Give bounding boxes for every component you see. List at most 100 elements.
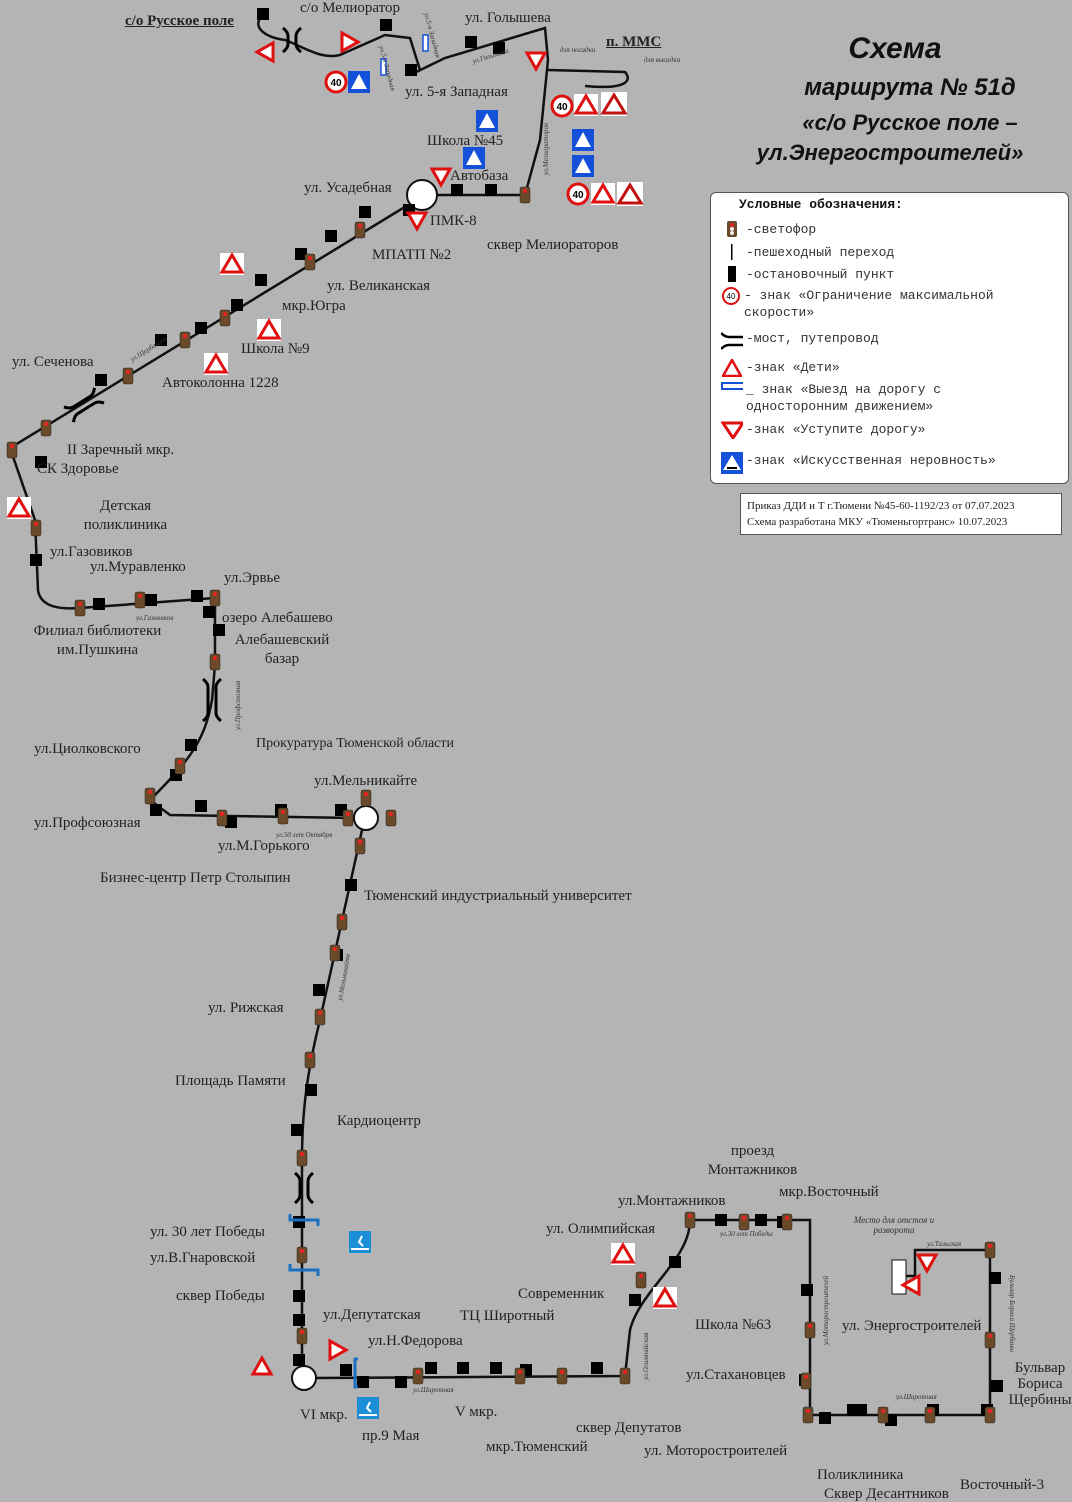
stop-label: проезд Монтажников: [707, 1143, 798, 1178]
stop-label: Школа №63: [695, 1317, 772, 1333]
bus-stop-icon: [359, 206, 371, 218]
bus-stop-icon: [305, 1084, 317, 1096]
traffic-light-icon: [684, 1211, 696, 1229]
traffic-light-icon: [277, 807, 289, 825]
bridge-icon: [294, 1171, 314, 1205]
bus-stop-icon: [291, 1124, 303, 1136]
children-sign-icon: [573, 93, 599, 115]
traffic-light-red: [78, 602, 82, 606]
children-sign-icon: [256, 318, 282, 340]
stop-label: ул.Эрвье: [224, 570, 281, 586]
bus-stop-icon: [185, 739, 197, 751]
speed-limit-40-icon: [324, 70, 348, 94]
traffic-light-red: [523, 189, 527, 193]
stop-label: Прокуратура Тюменской области: [256, 736, 455, 751]
uneven-road-sign-icon: [600, 92, 628, 115]
traffic-light-icon: [924, 1406, 936, 1424]
traffic-light-red: [364, 792, 368, 796]
traffic-light-icon: [216, 809, 228, 827]
bus-stop-icon: [755, 1214, 767, 1226]
traffic-light-red: [126, 370, 130, 374]
street-label: ул.Газовиков: [136, 614, 174, 622]
traffic-light-red: [988, 1409, 992, 1413]
legend-label: -мост, путепровод: [746, 331, 879, 346]
stop-label: ул. Сеченова: [12, 354, 94, 370]
bus-stop-icon: [340, 1364, 352, 1376]
traffic-light-icon: [360, 789, 372, 807]
legend: Условные обозначения: -светофор -пешеход…: [710, 192, 1069, 484]
bus-stop-icon: [380, 19, 392, 31]
stop-label: мкр.Восточный: [779, 1184, 879, 1200]
traffic-light-red: [213, 656, 217, 660]
traffic-light-icon: [296, 1327, 308, 1345]
speed-bump-glyph: [479, 113, 495, 128]
stop-label: Автоколонна 1228: [162, 375, 279, 391]
stop-label: Кардиоцентр: [337, 1113, 421, 1129]
children-sign-icon: [219, 252, 245, 274]
bus-stop-icon: [991, 1380, 1003, 1392]
traffic-light-red: [300, 1330, 304, 1334]
children-sign-icon: [652, 1286, 678, 1308]
stop-label: озеро Алебашево: [222, 610, 333, 626]
stop-label: ул.В.Гнаровской: [150, 1250, 256, 1266]
traffic-light-icon: [877, 1406, 889, 1424]
stop-label: Современник: [518, 1286, 605, 1302]
stop-label: V мкр.: [455, 1404, 498, 1420]
route-segment-diagonal: [8, 203, 409, 820]
bus-stop-icon: [191, 590, 203, 602]
stop-label: ул. Великанская: [327, 278, 431, 294]
bus-stop-icon: [801, 1284, 813, 1296]
yield-sign-icon: [253, 40, 275, 64]
street-label: ул.Тальская: [927, 1240, 962, 1248]
children-sign-icon: [6, 496, 32, 518]
traffic-light-icon: [209, 589, 221, 607]
stop-label: ул. 5-я Западная: [405, 84, 508, 100]
legend-label: _ знак «Выезд на дорогу с односторонним …: [746, 382, 942, 414]
traffic-light-icon: [738, 1213, 750, 1231]
traffic-light-red: [346, 812, 350, 816]
traffic-light-icon: [314, 1008, 326, 1026]
bus-stop-icon: [357, 1376, 369, 1388]
stop-label: мкр.Тюменский: [486, 1439, 588, 1455]
one-way-exit-sign-icon: [380, 58, 387, 76]
order-line-1: Приказ ДДИ и Т г.Тюмени №45-60-1192/23 о…: [747, 500, 1015, 512]
pedestrian-underpass-icon: [288, 1214, 320, 1226]
stop-label: ТЦ Широтный: [460, 1308, 555, 1324]
traffic-light-icon: [984, 1331, 996, 1349]
legend-label: -пешеходный переход: [746, 245, 895, 260]
order-line-2: Схема разработана МКУ «Тюменьгортранс» 1…: [747, 516, 1008, 528]
traffic-light-red: [178, 760, 182, 764]
stop-label: ул.М.Горького: [218, 838, 310, 854]
bridge-icon: [202, 677, 222, 723]
traffic-light-red: [639, 1274, 643, 1278]
traffic-light-red: [148, 790, 152, 794]
traffic-light-icon: [174, 757, 186, 775]
route-segment-mms: [547, 68, 629, 89]
crosswalk-icon: [721, 244, 743, 260]
traffic-light-icon: [984, 1241, 996, 1259]
stop-label: Автобаза: [450, 168, 509, 184]
stop-label: ул. Энергостроителей: [842, 1318, 982, 1334]
traffic-light-red: [300, 1249, 304, 1253]
stop-label: ул.Стахановцев: [686, 1367, 786, 1383]
traffic-light-red: [416, 1370, 420, 1374]
street-label: ул.Моторостроителей: [822, 1276, 830, 1345]
stop-label: ул.Мельникайте: [314, 773, 418, 789]
speed-bump-glyph: [575, 132, 591, 147]
stop-label: сквер Победы: [176, 1288, 265, 1304]
stop-label: Поликлиника: [817, 1467, 904, 1483]
bridge-icon: [282, 26, 302, 54]
stop-label: ул.Циолковского: [34, 741, 141, 757]
stop-label: СК Здоровье: [37, 461, 119, 477]
stop-label: II Заречный мкр.: [67, 442, 175, 458]
stop-label: ул.Монтажников: [618, 1193, 726, 1209]
traffic-light-icon: [635, 1271, 647, 1289]
bus-stop-icon: [231, 299, 243, 311]
traffic-light-icon: [179, 331, 191, 349]
stop-label: с/о Мелиоратор: [300, 0, 401, 16]
bus-stop-icon: [490, 1362, 502, 1374]
traffic-light-red: [138, 594, 142, 598]
traffic-light-red: [742, 1216, 746, 1220]
bus-stop-icon: [465, 36, 477, 48]
speed-limit-value: 40: [330, 78, 342, 89]
